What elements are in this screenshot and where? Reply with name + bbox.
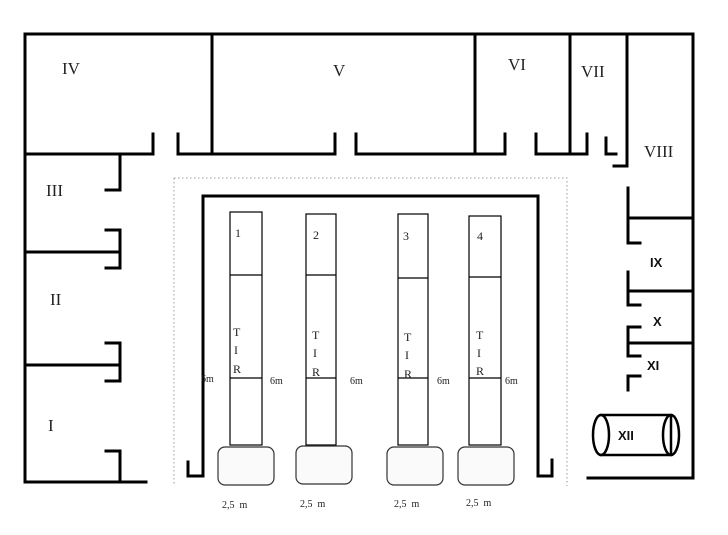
- room-label-iv: IV: [62, 59, 81, 78]
- bay-1: [217, 211, 275, 486]
- bay-pad: [295, 445, 353, 485]
- bay-pad: [217, 446, 275, 486]
- outer-walls: [23, 32, 695, 484]
- tir-letter: R: [476, 364, 484, 378]
- tir-letter: T: [312, 328, 320, 342]
- tir-letter: T: [476, 328, 484, 342]
- right-room-walls: [626, 186, 695, 392]
- tir-letter: T: [404, 330, 412, 344]
- dimension-label: 6m: [350, 376, 363, 387]
- room-label-xii: XII: [618, 428, 634, 443]
- tir-letter: I: [405, 348, 409, 362]
- tir-letter: I: [477, 346, 481, 360]
- tank-icon: [591, 413, 681, 457]
- width-label: 2,5 m: [394, 499, 420, 510]
- room-label-i: I: [48, 416, 54, 435]
- dimension-label: 6m: [437, 376, 450, 387]
- dimension-label: 6m: [270, 376, 283, 387]
- dimension-label: 6m: [505, 376, 518, 387]
- room-label-v: V: [333, 61, 346, 80]
- tir-letter: R: [233, 362, 241, 376]
- room-label-viii: VIII: [644, 142, 674, 161]
- width-label: 2,5 m: [300, 499, 326, 510]
- left-room-walls: [23, 152, 122, 484]
- tir-letter: R: [404, 367, 412, 381]
- bay-4: [457, 215, 515, 486]
- tir-letter: I: [313, 346, 317, 360]
- dimension-label: 6m: [201, 374, 214, 385]
- width-label: 2,5 m: [222, 500, 248, 511]
- bay-pad: [457, 446, 515, 486]
- bay-3: [386, 213, 444, 486]
- bay-pad: [386, 446, 444, 486]
- top-room-walls: [23, 32, 629, 168]
- bay-2: [295, 213, 353, 485]
- room-label-iii: III: [46, 181, 63, 200]
- tir-letter: T: [233, 325, 241, 339]
- room-label-x: X: [653, 314, 662, 329]
- room-label-vii: VII: [581, 62, 605, 81]
- room-label-ii: II: [50, 290, 62, 309]
- bay-number: 3: [403, 229, 409, 243]
- courtyard-boundary: [173, 177, 568, 486]
- tir-letter: R: [312, 365, 320, 379]
- bay-number: 4: [477, 229, 483, 243]
- width-label: 2,5 m: [466, 498, 492, 509]
- room-label-vi: VI: [508, 55, 526, 74]
- bay-number: 1: [235, 226, 241, 240]
- room-label-ix: IX: [650, 255, 663, 270]
- tir-letter: I: [234, 343, 238, 357]
- room-label-xi: XI: [647, 358, 659, 373]
- central-enclosure-wall: [186, 194, 554, 478]
- bay-number: 2: [313, 228, 319, 242]
